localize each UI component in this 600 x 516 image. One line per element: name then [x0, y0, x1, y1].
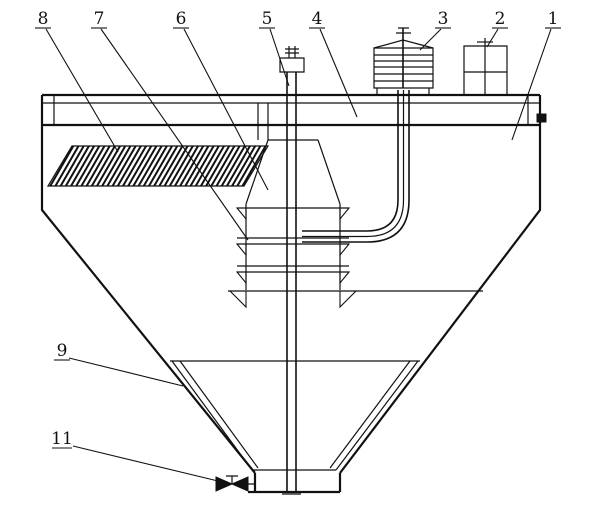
hatch-area [46, 145, 270, 187]
callout-7: 7 [91, 9, 249, 241]
deck-outer-lines [42, 93, 540, 127]
callout-2: 2 [486, 9, 508, 48]
flange-1-gussets [235, 207, 351, 221]
feed-pipe-inner [302, 90, 399, 232]
callout-9: 9 [54, 341, 184, 387]
deck-edge-fitting [536, 113, 547, 123]
shaft-cap [279, 57, 305, 73]
leader-line-4 [319, 28, 358, 118]
inner-cone [170, 360, 420, 471]
inner-cone-lines [170, 360, 420, 471]
drive-legs [376, 88, 430, 95]
column-trapezoid [245, 139, 341, 205]
leader-line-5 [269, 28, 290, 87]
deck-inner-lines [42, 95, 540, 125]
tank-walls [40, 95, 542, 474]
aux-housing [463, 45, 508, 96]
leader-line-11 [72, 445, 219, 482]
callout-6-label: 6 [176, 9, 187, 29]
shaft-top-bolt [285, 46, 299, 58]
leader-line-6 [183, 28, 269, 191]
top-deck [42, 93, 540, 127]
hatched-grating [46, 145, 270, 187]
leader-line-9 [68, 357, 184, 387]
callout-2-label: 2 [495, 9, 506, 29]
drain-valve [215, 475, 256, 492]
flange-2 [237, 237, 349, 245]
flange-3 [237, 265, 349, 273]
shaft-lines [286, 72, 297, 492]
feedwell-column [228, 103, 483, 309]
bottom-outlet [248, 473, 342, 494]
drive-housing [373, 47, 434, 89]
leader-line-7 [100, 28, 249, 241]
flange-2-gussets [235, 243, 351, 257]
callout-1-label: 1 [548, 9, 559, 29]
callout-9-label: 9 [57, 341, 68, 361]
callout-1: 1 [511, 9, 561, 141]
feed-pipe-outer [302, 90, 410, 243]
column-walls [245, 204, 341, 290]
flange-3-gussets [235, 271, 351, 285]
leader-line-1 [511, 28, 552, 141]
callout-7-label: 7 [94, 9, 105, 29]
callout-8: 8 [35, 9, 119, 153]
bottom-flange-gussets [228, 290, 358, 309]
tank-shell [40, 95, 542, 494]
leader-line-8 [45, 28, 119, 153]
callouts: 8 7 6 5 4 [35, 9, 561, 482]
callout-8-label: 8 [38, 9, 49, 29]
callout-5: 5 [259, 9, 290, 87]
leader-line-2 [486, 28, 499, 48]
callout-11: 11 [51, 429, 219, 482]
callout-4-label: 4 [312, 9, 323, 29]
callout-6: 6 [173, 9, 269, 191]
callout-4: 4 [309, 9, 358, 118]
callout-3-label: 3 [438, 9, 449, 29]
column-supports [257, 103, 269, 140]
center-shaft [279, 46, 305, 495]
callout-3: 3 [419, 9, 451, 51]
leader-line-3 [419, 28, 442, 51]
drive-unit [373, 27, 434, 95]
drive-top-ticks [396, 27, 411, 34]
valve-stem [226, 475, 256, 485]
callout-5-label: 5 [262, 9, 273, 29]
feed-pipe-centerline [302, 90, 405, 238]
callout-11-label: 11 [51, 429, 73, 449]
feed-pipe [302, 90, 410, 243]
aux-unit [463, 38, 508, 96]
